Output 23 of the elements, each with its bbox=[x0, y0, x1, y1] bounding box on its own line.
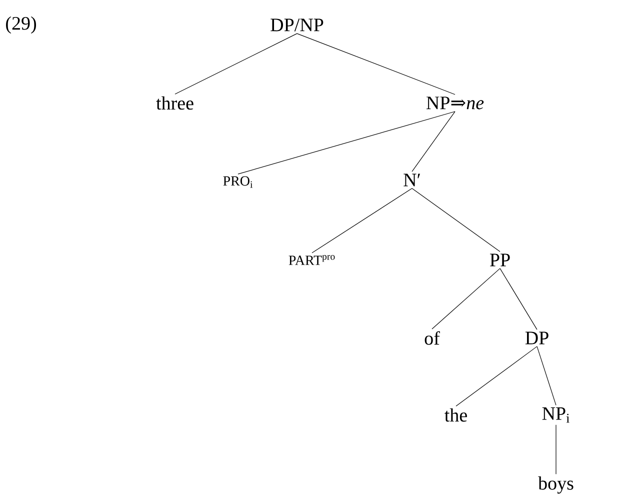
tree-branch bbox=[296, 33, 456, 95]
tree-label: the bbox=[444, 408, 467, 422]
tree-label: N′ bbox=[404, 174, 420, 186]
tree-branch bbox=[412, 188, 500, 252]
tree-branch bbox=[412, 111, 456, 172]
tree-label: PART$^{pro}$ bbox=[288, 255, 335, 265]
tree-label: PP bbox=[490, 254, 510, 266]
tree-branch bbox=[536, 346, 556, 406]
tree-label: PRO$_{i}$ bbox=[223, 176, 253, 188]
tree-branch bbox=[500, 268, 538, 330]
tree-label: of bbox=[424, 331, 440, 345]
tree-branch bbox=[174, 33, 298, 94]
tree-branch bbox=[456, 346, 538, 406]
tree-label: NP$_{i}$ bbox=[542, 407, 570, 423]
tree-branch bbox=[238, 111, 456, 174]
tree-branch bbox=[432, 268, 500, 330]
tree-branch bbox=[312, 188, 412, 254]
example-number: (29) bbox=[6, 16, 36, 34]
tree-label: boys bbox=[538, 476, 574, 494]
tree-label: DP/NP bbox=[270, 18, 324, 32]
tree-label: three bbox=[156, 96, 194, 110]
tree-label: DP bbox=[525, 332, 548, 344]
tree-label: NP⇒ne bbox=[426, 96, 484, 110]
